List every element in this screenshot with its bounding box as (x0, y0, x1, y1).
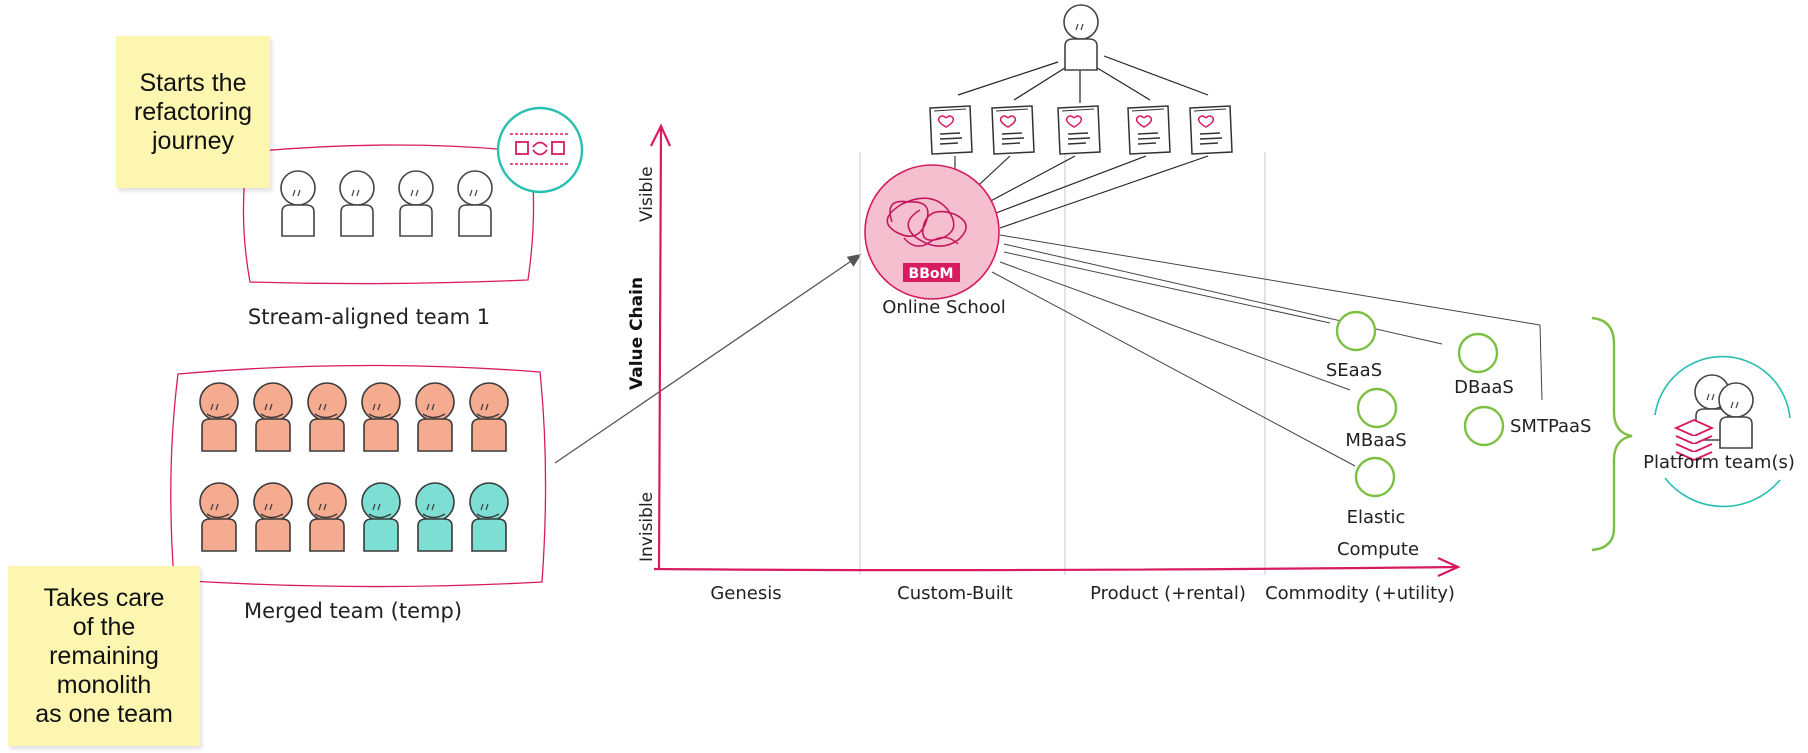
person-icon (469, 382, 509, 452)
mbaas-label: MBaaS (1345, 430, 1406, 451)
x-stage-genesis: Genesis (710, 583, 781, 604)
person-icon (415, 382, 455, 452)
y-axis-bottom-label: Invisible (637, 492, 657, 562)
component-smtpaas: SMTPaaS (1463, 405, 1591, 447)
merged-team-label: Merged team (temp) (244, 599, 462, 623)
evolution-axis (653, 565, 1458, 572)
person-icon (415, 482, 455, 552)
elastic-label-line1: Elastic (1347, 507, 1406, 528)
stream-aligned-team-members (280, 170, 493, 237)
seaas-label: SEaaS (1326, 360, 1382, 381)
elastic-label-line2: Compute (1337, 539, 1419, 560)
y-axis-top-label: Visible (637, 166, 657, 222)
platform-brace (1591, 316, 1633, 552)
smtpaas-label: SMTPaaS (1510, 416, 1591, 437)
person-icon (469, 482, 509, 552)
platform-team-icon (1654, 355, 1791, 508)
merged-team-boundary (170, 364, 547, 588)
x-stage-custom-built: Custom-Built (897, 583, 1013, 604)
component-elastic-compute: Elastic Compute (1337, 456, 1419, 560)
x-stage-product: Product (+rental) (1090, 583, 1246, 604)
document-heart-icon (929, 105, 973, 155)
document-heart-icon (1189, 105, 1233, 155)
component-mbaas: MBaaS (1345, 387, 1407, 451)
component-seaas: SEaaS (1326, 310, 1382, 381)
document-heart-icon (1057, 105, 1101, 155)
person-icon (361, 482, 401, 552)
document-heart-icon (991, 105, 1035, 155)
person-icon (253, 382, 293, 452)
person-icon (307, 482, 347, 552)
person-icon (307, 382, 347, 452)
merged-team-members (199, 382, 509, 552)
value-chain-axis (657, 127, 663, 571)
online-school-node: BBoM (864, 164, 1000, 300)
component-dbaas: DBaaS (1454, 332, 1514, 398)
bbom-badge: BBoM (909, 266, 954, 282)
person-icon (199, 382, 239, 452)
documents (929, 105, 1233, 155)
ownership-arrow (554, 253, 862, 464)
dbaas-label: DBaaS (1454, 377, 1514, 398)
y-axis-title: Value Chain (627, 277, 647, 390)
value-chain-axis-arrowhead (650, 123, 672, 147)
sticky-note-remaining-monolith: Takes care of the remaining monolith as … (8, 566, 200, 746)
person-icon (199, 482, 239, 552)
person-icon (398, 170, 434, 237)
sticky-note-starts-refactoring: Starts the refactoring journey (116, 36, 270, 188)
x-stage-commodity: Commodity (+utility) (1265, 583, 1455, 604)
evolution-axis-arrowhead (1437, 556, 1461, 578)
online-school-label: Online School (882, 297, 1006, 318)
platform-layers-icon (1673, 419, 1715, 461)
person-icon (253, 482, 293, 552)
evolution-stage-dividers (859, 152, 1266, 575)
platform-team-label: Platform team(s) (1643, 452, 1795, 473)
stream-aligned-team-boundary (242, 144, 535, 285)
person-icon (280, 170, 316, 237)
user-person-icon (1063, 4, 1099, 71)
person-icon (361, 382, 401, 452)
person-icon (457, 170, 493, 237)
enabling-team-icon (496, 106, 584, 194)
stream-aligned-team-label: Stream-aligned team 1 (248, 305, 490, 329)
person-icon (339, 170, 375, 237)
document-heart-icon (1127, 105, 1171, 155)
user-to-document-links (957, 55, 1209, 103)
